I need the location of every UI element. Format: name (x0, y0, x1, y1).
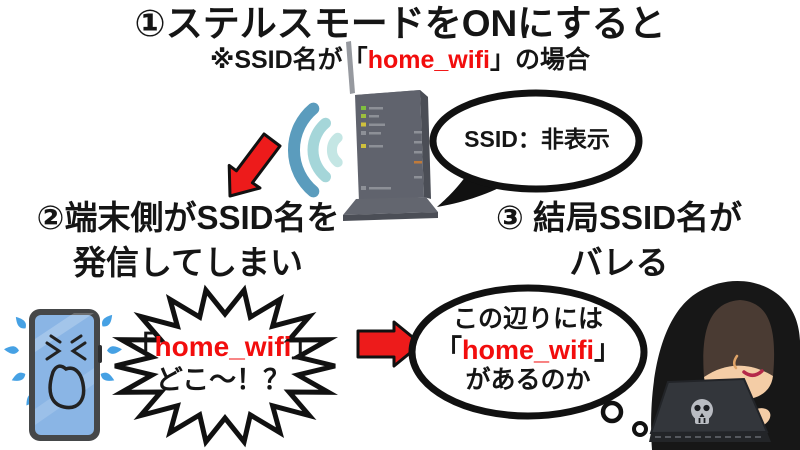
step3-caption: ③ 結局SSID名が バレる (458, 196, 780, 286)
hacker-bubble-line3: があるのか (465, 366, 591, 395)
step1-title: ①ステルスモードをONにすると (0, 2, 800, 46)
router-led-lights (361, 106, 422, 190)
step3-line2: バレる (569, 243, 669, 281)
phone-bubble-text: 「home_wifi」 どこ〜！？ (116, 330, 330, 397)
ssid-name: home_wifi (154, 331, 292, 362)
thought-bubble (408, 284, 648, 437)
wifi-router-illustration (343, 41, 438, 221)
phone-bubble-line1: 「home_wifi」 (116, 330, 330, 363)
bracket-close: 」 (291, 331, 320, 362)
red-arrow-down-left-icon (227, 132, 282, 198)
red-arrow-right-icon (356, 320, 423, 368)
hacker-bubble-line2: 「home_wifi」 (416, 335, 640, 367)
skull-icon (691, 399, 713, 424)
hacker-bubble-text: この辺りには 「home_wifi」 があるのか (416, 305, 640, 396)
crying-face (45, 334, 87, 410)
crying-smartphone-illustration (4, 309, 122, 441)
ssid-name: home_wifi (461, 334, 595, 365)
ssid-name: home_wifi (367, 46, 490, 74)
step3-line1: ③ 結局SSID名が (495, 199, 743, 236)
bracket-open: 「 (434, 334, 462, 365)
router-bubble-text: SSID：非表示 (443, 126, 631, 153)
bracket-close: 」 (594, 334, 622, 365)
wifi-signal-icon (287, 102, 343, 198)
step2-caption: ②端末側がSSID名を 発信してしまい (8, 196, 368, 286)
bracket-open: 「 (126, 331, 155, 362)
step2-line2: 発信してしまい (72, 243, 303, 281)
hacker-illustration (649, 281, 800, 450)
ssid-note: ※SSID名が「home_wifi」の場合 (0, 46, 800, 76)
step2-line1: ②端末側がSSID名を (36, 199, 340, 236)
speech-bubble (429, 89, 643, 207)
router-bubble-label: SSID：非表示 (464, 126, 610, 152)
laptop (649, 377, 771, 442)
ssid-note-prefix: ※SSID名が「 (210, 46, 368, 74)
burst-speech-bubble (111, 284, 339, 448)
ssid-note-suffix: 」の場合 (489, 46, 590, 74)
step1-title-text: ①ステルスモードをONにすると (134, 3, 666, 44)
hacker-bubble-line1: この辺りには (452, 305, 603, 333)
phone-bubble-line2: どこ〜！？ (155, 365, 291, 396)
